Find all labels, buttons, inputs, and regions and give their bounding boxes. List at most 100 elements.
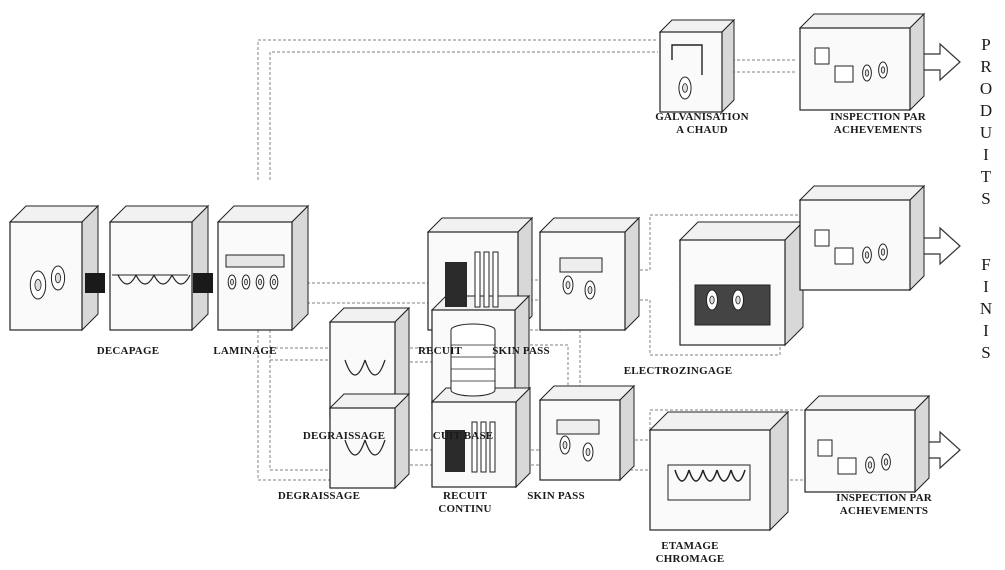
electro-tank (694, 284, 771, 326)
skinpass-bottom-frame (556, 419, 600, 435)
conduit-top-outer (257, 39, 658, 180)
side-letter: N (979, 299, 993, 318)
box-inspection-top (798, 12, 926, 112)
recuit-furnace (445, 262, 467, 307)
box-side-face (624, 216, 640, 332)
process-boxes (8, 12, 931, 532)
laminage-roll-core (244, 278, 248, 286)
box-front-face (329, 407, 396, 489)
decapage-tank (135, 274, 155, 285)
recuit-continu-column (489, 421, 496, 473)
side-letter: I (983, 277, 989, 296)
inspect-top-stack2 (834, 65, 854, 83)
box-top-face (648, 411, 790, 431)
skinpass-top-frame (559, 257, 603, 273)
box-top-face (803, 395, 931, 411)
laminage-frame (225, 254, 285, 268)
recuit-continu-column (480, 421, 487, 473)
box-coil-input (8, 204, 100, 332)
conduit-top-inner (269, 51, 658, 180)
inspection-top-line2: ACHEVEMENTS (833, 124, 923, 136)
label-etamage: ETAMAGE CHROMAGE (645, 540, 735, 566)
recuit-continu-line2: CONTINU (438, 503, 492, 515)
recuit-column (483, 251, 490, 308)
inspect-bottom-stack2 (837, 457, 857, 475)
box-top-face (798, 185, 926, 201)
recuit-continu-column (471, 421, 478, 473)
etamage-coil (730, 469, 746, 482)
skinpass-roll-a-core (565, 280, 571, 289)
side-letter: I (983, 145, 989, 164)
box-side-face (769, 410, 789, 532)
degraissage-bottom-tanks (344, 439, 386, 456)
degraissage-top-tanks (344, 359, 386, 376)
etamage-coil (702, 469, 718, 482)
box-decapage (108, 204, 210, 332)
coil-input-b-core (54, 272, 62, 284)
label-electrozingage: ELECTROZINGAGE (623, 365, 733, 377)
connector-block-1 (85, 273, 105, 293)
conduit-electro-loop-top (625, 214, 831, 271)
box-front-face (217, 221, 293, 331)
box-skin-pass-bottom (538, 384, 636, 482)
box-skin-pass-top (538, 216, 641, 332)
label-inspection-bottom: INSPECTION PAR ACHEVEMENTS (814, 492, 954, 518)
box-top-face (538, 217, 641, 233)
conduit-etamage-loop-top (620, 409, 831, 446)
galva-strip (671, 44, 703, 75)
label-recuit: RECUIT (418, 345, 462, 357)
side-letter: P (981, 35, 991, 54)
inspect-bottom-coil1-core (867, 461, 873, 469)
box-side-face (909, 184, 925, 292)
box-front-face (539, 231, 626, 331)
box-side-face (515, 386, 531, 489)
side-letter: S (981, 189, 991, 208)
box-side-face (191, 204, 209, 332)
label-skin-pass-top: SKIN PASS (492, 345, 550, 357)
inspect-middle-stack (814, 229, 830, 247)
decapage-tank (117, 274, 137, 285)
label-laminage: LAMINAGE (213, 345, 277, 357)
etamage-line1: ETAMAGE (661, 540, 719, 552)
label-decapage: DECAPAGE (96, 345, 160, 357)
recuit-column (492, 251, 499, 308)
box-side-face (721, 18, 735, 114)
box-front-face (799, 27, 911, 111)
output-arrow-middle (921, 226, 961, 266)
electro-roll-b-core (735, 295, 741, 305)
inspection-top-line1: INSPECTION PAR (830, 111, 926, 123)
recuit-continu-line1: RECUIT (443, 490, 487, 502)
box-top-face (538, 385, 636, 401)
etamage-tank (667, 464, 751, 501)
connector-block-2 (193, 273, 213, 293)
label-skin-pass-bottom: SKIN PASS (527, 490, 585, 502)
etamage-coil (688, 469, 704, 482)
box-side-face (291, 204, 309, 332)
conduits (257, 39, 831, 521)
inspect-bottom-coil2-core (883, 458, 889, 466)
skinpass-roll-b-core (587, 285, 593, 294)
laminage-roll-core (230, 278, 234, 286)
recuit-continu-furnace (445, 430, 465, 472)
box-side-face (619, 384, 635, 482)
laminage-roll-core (272, 278, 276, 286)
box-electrozingage (678, 220, 805, 347)
box-side-face (914, 394, 930, 494)
side-letter: O (979, 79, 993, 98)
galvanisation-line1: GALVANISATION (655, 111, 749, 123)
label-inspection-top: INSPECTION PAR ACHEVEMENTS (808, 111, 948, 137)
box-top-face (798, 13, 926, 29)
decapage-tank (171, 274, 191, 285)
inspection-bottom-line1: INSPECTION PAR (836, 492, 932, 504)
side-letter: S (981, 343, 991, 362)
box-top-face (658, 19, 736, 33)
electro-roll-a-core (709, 295, 715, 305)
laminage-roll-core (258, 278, 262, 286)
recuit-column (474, 251, 481, 308)
side-letter: I (983, 321, 989, 340)
box-front-face (539, 399, 621, 481)
label-recuit-continu: RECUIT CONTINU (430, 490, 500, 516)
label-degraissage-top: DEGRAISSAGE (302, 430, 386, 442)
box-side-face (81, 204, 99, 332)
